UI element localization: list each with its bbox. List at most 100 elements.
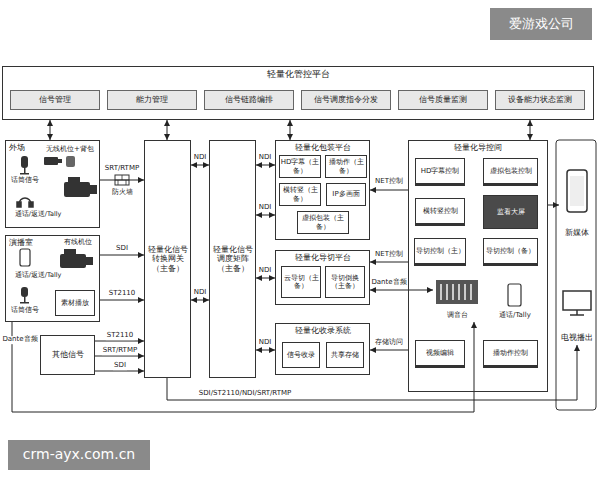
function-box: 设备能力状态监测 — [495, 90, 585, 110]
device-label: 通话/返送/Tally — [15, 272, 62, 279]
node-text: 设备能力状态监测 — [508, 95, 572, 104]
connector — [100, 180, 144, 181]
console-box: 横转竖控制 — [415, 198, 465, 226]
process-box: IP多画面 — [326, 183, 366, 206]
connector-label: NDI — [258, 204, 273, 212]
node-text: 信号管理 — [39, 95, 71, 104]
connector — [370, 190, 408, 191]
connector-label: ST2110 — [108, 290, 137, 298]
connector — [167, 120, 168, 140]
camera-icon — [60, 249, 93, 268]
control-room-box: 轻量化导控间HD字幕控制虚拟包装控制横转竖控制监看大屏导切控制（主）导切控制（备… — [408, 140, 548, 392]
connector-label: Dante音频 — [370, 279, 407, 287]
node-text: 信号收录 — [287, 351, 315, 359]
node-text: 轻量化收录系统 — [295, 326, 351, 335]
console-box: 播动作控制 — [483, 340, 538, 368]
console-box: 视频编辑 — [415, 340, 465, 368]
connector-label: SRT/RTMP — [102, 347, 138, 355]
node-text: 外场 — [9, 143, 25, 152]
platform-box: 轻量化导切平台云导切（主备）导切倒换（主备） — [275, 250, 370, 305]
node-text: 轻量化管控平台 — [267, 69, 330, 79]
node-text: HD字幕（主备） — [280, 158, 320, 174]
platform-box: 轻量化收录系统信号收录 共享存储 — [275, 323, 370, 375]
watermark-box — [8, 440, 150, 470]
watermark: 爱游戏公司 — [509, 17, 574, 31]
connector-label: 存储访问 — [374, 339, 404, 347]
mixer-icon — [436, 280, 478, 304]
source-box: 素材播放 — [55, 290, 95, 316]
connector — [95, 341, 144, 342]
console-box: 虚拟包装控制 — [483, 158, 538, 186]
connector — [12, 322, 474, 412]
node-text: 素材播放 — [61, 299, 89, 307]
output-box: 新媒体 — [559, 160, 595, 240]
connector-label: SRT/RTMP — [104, 165, 140, 173]
node-text: 播动作（主备） — [326, 158, 366, 174]
node-text: 共享存储 — [331, 351, 359, 359]
output-box: 电视播出 — [559, 285, 595, 345]
node-text: 轻量化导控间 — [454, 143, 502, 152]
connector-label: NDI — [258, 154, 273, 162]
node-text: 信号调度指令分发 — [314, 95, 378, 104]
connector — [256, 278, 275, 279]
console-box: 导切控制（主） — [414, 238, 466, 266]
node-text: 虚拟包装控制 — [490, 167, 532, 175]
microphone-icon — [20, 156, 29, 175]
intercom-box: 通话/Tally — [490, 280, 540, 322]
device-label: 无线机位+背包 — [46, 146, 94, 154]
node-text: 视频编辑 — [426, 349, 454, 357]
connector — [370, 350, 408, 351]
connector — [256, 350, 275, 351]
camera-icon — [64, 177, 97, 197]
connector — [191, 300, 209, 301]
connector — [100, 255, 144, 256]
connector-label: ST2110 — [106, 332, 135, 340]
phone-icon — [508, 284, 521, 306]
connector — [95, 356, 144, 357]
connector-label: NDI — [193, 154, 208, 162]
connector — [50, 120, 51, 140]
node-text: 播动作控制 — [493, 349, 528, 357]
node-text: 新媒体 — [565, 228, 589, 237]
node-text: 演播室 — [9, 238, 33, 247]
function-box: 能力管理 — [107, 90, 197, 110]
process-box: 云导切（主备） — [281, 266, 321, 298]
connector-label: NET控制 — [374, 178, 404, 186]
node-text: 通话/Tally — [499, 311, 531, 319]
node-text: 电视播出 — [561, 333, 593, 342]
connector — [191, 165, 209, 166]
wireless-camera-icon — [44, 156, 75, 167]
process-box: HD字幕（主备） — [279, 155, 321, 178]
microphone-icon — [20, 287, 29, 304]
mixer-box: 调音台 — [433, 276, 481, 322]
process-box: 虚拟包装（主备） — [297, 211, 349, 234]
device-label: 话筒信号 — [11, 177, 39, 185]
connector — [95, 371, 144, 372]
connector — [370, 262, 408, 263]
node-text: 信号链路编排 — [225, 95, 273, 104]
connector-label: SDI — [113, 362, 127, 370]
node-text: 轻量化信号调度矩阵（主备） — [210, 245, 255, 273]
platform-box: 轻量化包装平台HD字幕（主备）播动作（主备）横转竖（主备）IP多画面虚拟包装（主… — [275, 140, 370, 240]
process-box: 共享存储 — [326, 342, 364, 368]
gateway-box: 轻量化信号转换网关（主备） — [144, 140, 191, 378]
connector-label: SDI/ST2110/NDI/SRT/RTMP — [198, 390, 293, 398]
connector — [370, 290, 433, 291]
source-box: 其他信号 — [40, 335, 95, 375]
phone-icon — [20, 249, 30, 266]
connector — [548, 205, 559, 206]
process-box: 导切倒换（主备） — [325, 266, 365, 298]
console-box: HD字幕控制 — [415, 158, 465, 186]
headset-icon — [17, 198, 33, 207]
connector — [256, 165, 275, 166]
smartphone-icon — [567, 170, 587, 212]
device-label: 通话/返送/Tally — [15, 211, 62, 218]
console-box: 导切控制（备） — [483, 238, 538, 266]
process-box: 横转竖（主备） — [279, 183, 321, 206]
connector-label: NDI — [258, 267, 273, 275]
node-text: 其他信号 — [52, 350, 84, 359]
function-box: 信号质量监测 — [398, 90, 488, 110]
node-text: 云导切（主备） — [282, 274, 320, 290]
tv-icon — [563, 291, 591, 315]
